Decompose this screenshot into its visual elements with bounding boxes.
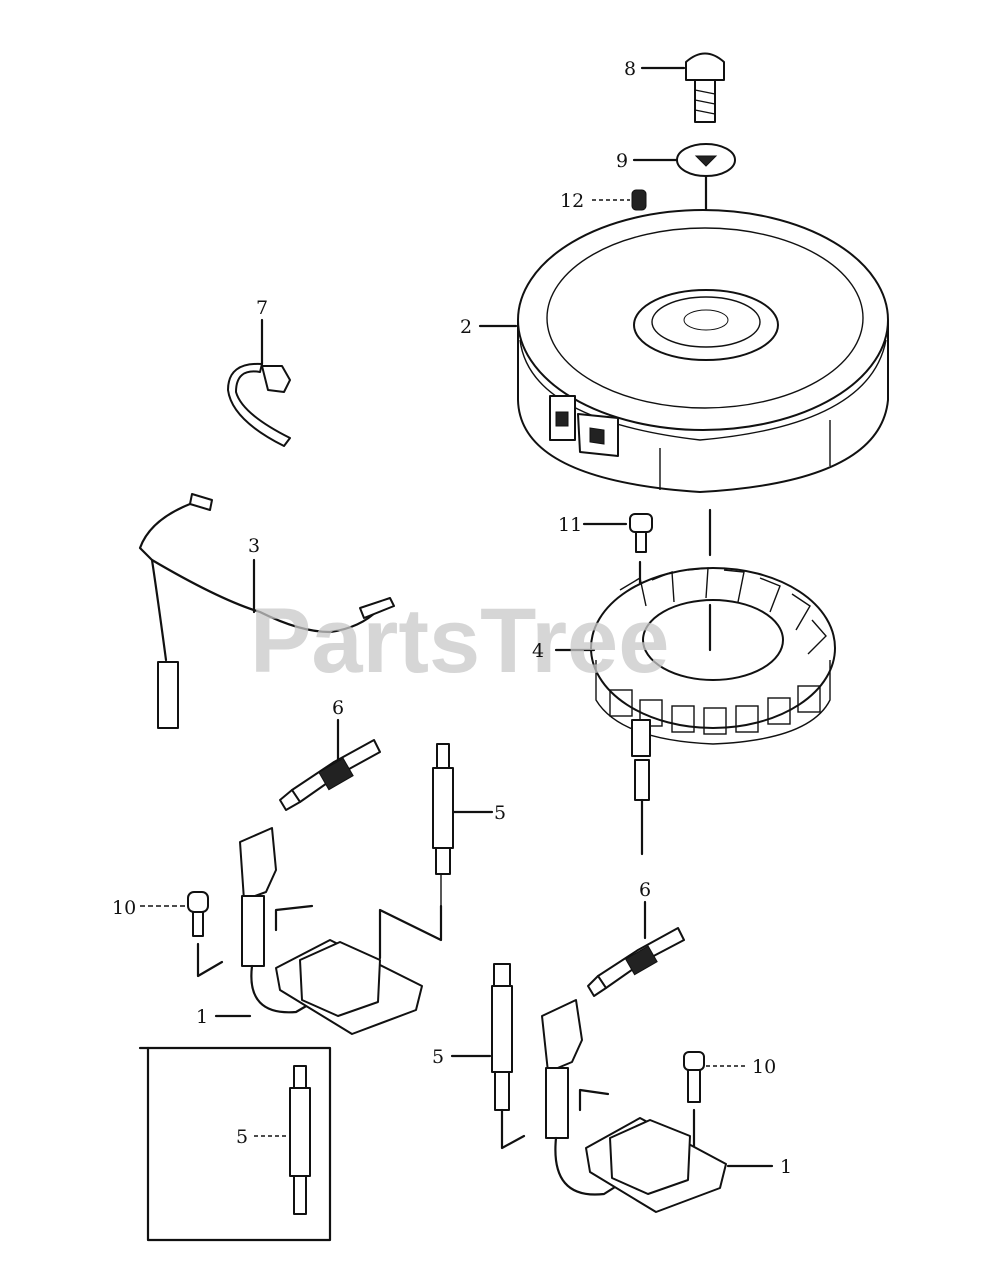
watermark-text: PartsTree bbox=[250, 590, 669, 692]
part-6-spark-plug-upper bbox=[279, 718, 381, 811]
part-8-bolt bbox=[640, 52, 725, 123]
callout-8: 8 bbox=[624, 58, 636, 80]
callout-10-right: 10 bbox=[752, 1056, 776, 1078]
part-10-screw-left bbox=[140, 891, 224, 978]
inset-box bbox=[138, 1046, 332, 1242]
callout-5-upper: 5 bbox=[494, 802, 506, 824]
callout-6-lower: 6 bbox=[639, 879, 651, 901]
part-10-screw-right bbox=[683, 1051, 748, 1152]
callout-4: 4 bbox=[532, 640, 544, 662]
part-5-terminal-lower bbox=[450, 963, 526, 1150]
part-11-screw bbox=[582, 513, 653, 602]
part-1-coil-left bbox=[214, 827, 423, 1035]
part-1-coil-right bbox=[541, 999, 774, 1213]
callout-2: 2 bbox=[460, 316, 472, 338]
part-6-spark-plug-lower bbox=[587, 900, 685, 997]
callout-3: 3 bbox=[248, 535, 260, 557]
callout-10-left: 10 bbox=[112, 897, 136, 919]
callout-1-right: 1 bbox=[780, 1156, 792, 1178]
callout-7: 7 bbox=[256, 297, 268, 319]
part-5-terminal-upper bbox=[378, 743, 494, 960]
callout-5-lower: 5 bbox=[432, 1046, 444, 1068]
part-7-clip bbox=[227, 318, 291, 447]
callout-5-inset: 5 bbox=[236, 1126, 248, 1148]
callout-6-upper: 6 bbox=[332, 697, 344, 719]
part-3-ground-wire bbox=[138, 493, 395, 729]
part-2-flywheel bbox=[478, 209, 889, 493]
callout-1-left: 1 bbox=[196, 1006, 208, 1028]
callout-9: 9 bbox=[616, 150, 628, 172]
callout-12: 12 bbox=[560, 190, 584, 212]
part-4-stator bbox=[554, 508, 836, 856]
callout-11: 11 bbox=[558, 514, 582, 536]
